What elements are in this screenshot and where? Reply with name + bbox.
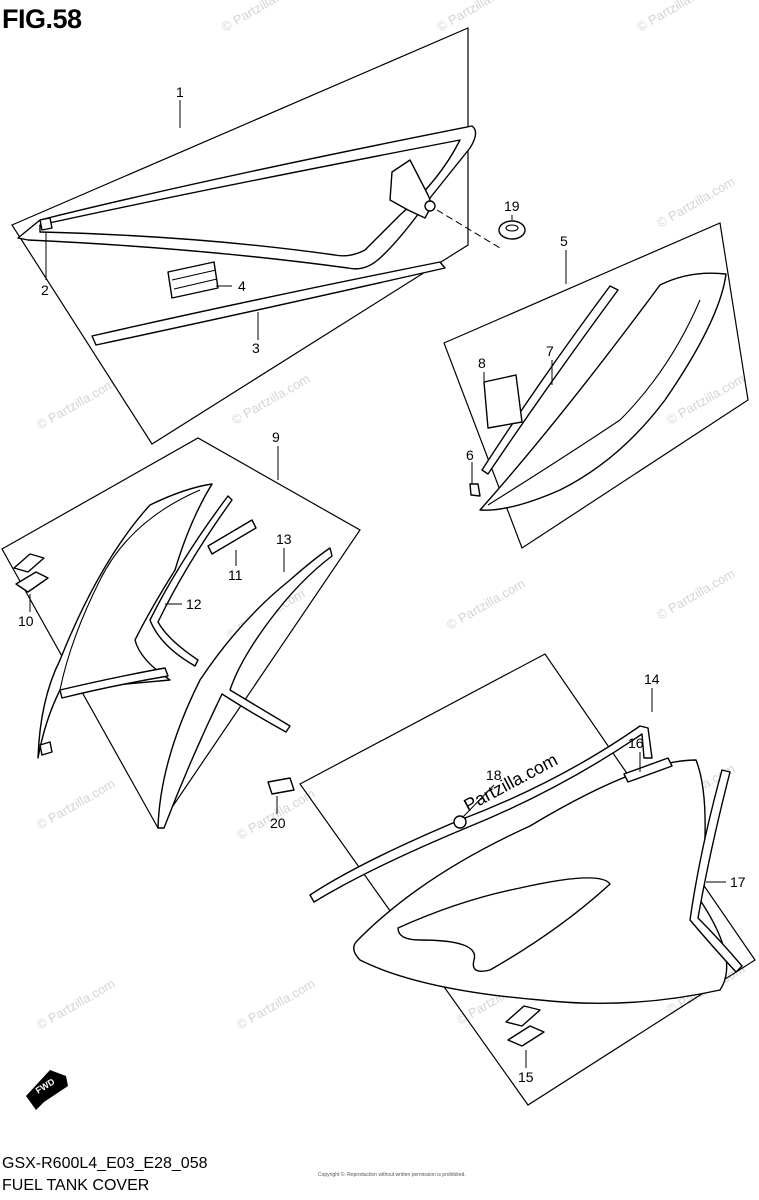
part-20-clip [267, 777, 295, 795]
part-15-emblem-upper [505, 1005, 541, 1027]
part-6-clip [469, 483, 481, 497]
leader-19-dash [436, 209, 501, 249]
callout-20: 20 [270, 815, 286, 831]
watermark: © Partzilla.com [434, 0, 517, 35]
watermark: © Partzilla.com [654, 174, 737, 231]
watermark: © Partzilla.com [229, 371, 312, 428]
part-3-trim-strip [91, 261, 446, 346]
part-5-tank-cover-side [479, 272, 727, 511]
watermark: © Partzilla.com [34, 376, 117, 433]
part-14-tank-cover-side [353, 759, 728, 1005]
figure-title: FIG.58 [2, 4, 82, 34]
watermark: © Partzilla.com [234, 976, 317, 1033]
callout-14: 14 [644, 671, 660, 687]
watermark: © Partzilla.com [34, 976, 117, 1033]
part-15-emblem-lower [507, 1025, 545, 1047]
part-19-grommet-hole [505, 224, 519, 232]
part-4-mesh-line [173, 278, 218, 290]
callout-4: 4 [238, 278, 246, 294]
callout-8: 8 [478, 355, 486, 371]
part-18-grommet [453, 815, 467, 829]
part-13-trim-strip [157, 547, 333, 829]
callout-7: 7 [546, 343, 554, 359]
callout-15: 15 [518, 1069, 534, 1085]
part-10-emblem-lower [15, 571, 49, 593]
callout-19: 19 [504, 198, 520, 214]
part-9-lower-edge [59, 667, 169, 699]
part-1-bolt [424, 200, 436, 212]
assembly-box-5 [443, 222, 749, 549]
model-code: GSX-R600L4_E03_E28_058 [2, 1155, 208, 1172]
part-7-trim-strip [481, 285, 619, 475]
callout-6: 6 [466, 447, 474, 463]
part-8-pad [483, 374, 523, 429]
part-1-bracket [389, 159, 433, 219]
part-10-emblem-upper [13, 553, 45, 573]
part-14-inner-recess [397, 877, 611, 972]
part-11-pad [207, 519, 257, 555]
callout-1: 1 [176, 84, 184, 100]
callout-11: 11 [228, 567, 243, 583]
part-4-mesh-line [171, 269, 217, 281]
callout-17: 17 [730, 874, 746, 890]
watermark: © Partzilla.com [219, 0, 302, 35]
assembly-box-9 [1, 437, 361, 830]
callout-10: 10 [18, 613, 34, 629]
callout-2: 2 [41, 282, 49, 298]
assembly-box-1 [11, 27, 469, 445]
part-9-contour [59, 489, 201, 691]
callout-3: 3 [252, 340, 260, 356]
callout-5: 5 [560, 233, 568, 249]
assembly-box-14 [299, 653, 756, 1106]
copyright-note: Copyright ©. Reproduction without writte… [318, 1172, 466, 1178]
part-12-trim-strip [149, 495, 233, 667]
callout-18: 18 [486, 767, 502, 783]
part-2-clip [39, 217, 53, 231]
fwd-arrow-icon: FWD [26, 1070, 68, 1110]
part-9-clip [39, 741, 53, 756]
watermark: © Partzilla.com [654, 566, 737, 623]
watermark: © Partzilla.com [444, 576, 527, 633]
callout-9: 9 [272, 429, 280, 445]
part-17-trim-strip [689, 769, 743, 973]
leader-18 [461, 784, 495, 819]
watermark: © Partzilla.com [34, 776, 117, 833]
part-18-wire [309, 725, 653, 903]
callout-13: 13 [276, 531, 292, 547]
part-19-grommet [498, 220, 526, 240]
diagram-name: FUEL TANK COVER [2, 1177, 150, 1194]
watermark: © Partzilla.com [634, 0, 717, 35]
callout-16: 16 [628, 735, 644, 751]
part-16-pad [623, 757, 673, 783]
part-1-inner-opening [39, 139, 461, 257]
callout-12: 12 [186, 596, 202, 612]
part-5-contour [487, 299, 701, 506]
part-4-mesh-pad [167, 261, 219, 299]
